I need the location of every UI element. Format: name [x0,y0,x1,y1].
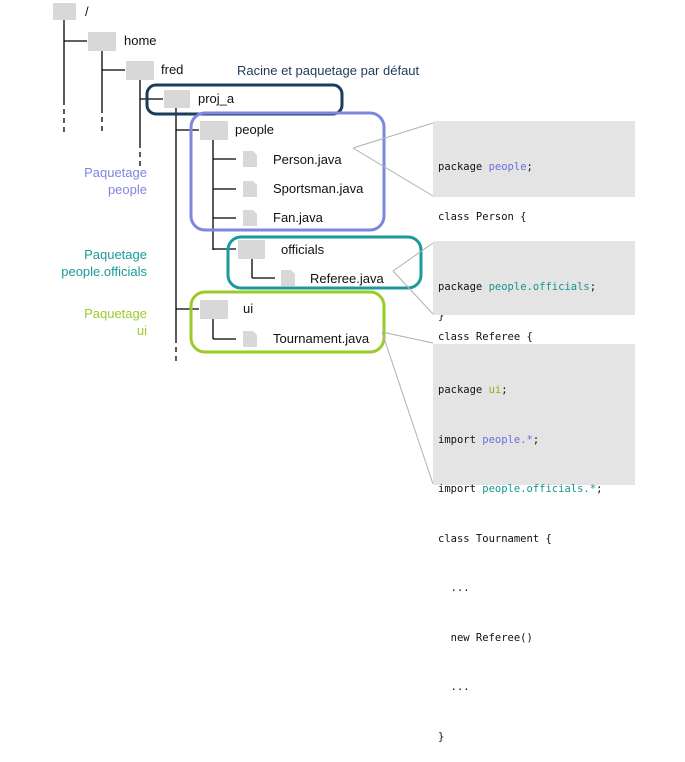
code-package-name: ui [488,384,502,396]
code-line: class Tournament { [438,532,552,545]
label-ui: ui [243,301,253,316]
label-tournament-java: Tournament.java [273,331,370,346]
label-root: / [85,4,89,19]
code-punct: ; [596,483,603,495]
label-person-java: Person.java [273,152,342,167]
code-punct: ; [532,433,540,446]
folder-icon [238,240,265,259]
code-keyword: import [438,433,476,446]
file-icon [243,331,257,347]
folder-icon [200,300,228,319]
code-line: } [438,309,445,322]
label-people: people [235,122,274,137]
file-icon [281,270,295,286]
side-label-people-2: people [108,182,147,197]
code-keyword: package [438,161,483,173]
side-label-people-1: Paquetage [84,165,147,180]
side-label-officials-1: Paquetage [84,247,147,262]
code-line: class Referee { [438,330,533,343]
file-icon [243,210,257,226]
file-icons [243,151,295,347]
folder-icon [88,32,116,51]
file-icon [243,151,257,167]
tree-lines [63,20,275,362]
ui-package-highlight [189,290,386,354]
label-officials: officials [281,242,325,257]
code-line: class Person { [438,210,527,223]
package-tree-diagram: / home fred proj_a people Person.java Sp… [53,3,434,485]
callout-lines [352,122,434,485]
side-label-ui-2: ui [137,323,147,338]
officials-package-highlight [226,235,423,290]
code-punct: ; [501,384,508,396]
side-label-ui-1: Paquetage [84,306,147,321]
folder-icon [126,61,154,80]
code-keyword: package [438,384,483,396]
file-icon [243,181,257,197]
folder-icon [164,90,190,108]
folder-icon [200,121,228,140]
code-package-name: people [488,161,527,173]
code-line: } [438,730,445,743]
code-line: ... [438,681,470,693]
label-fred: fred [161,62,183,77]
code-import-name: people.* [482,433,533,446]
label-fan-java: Fan.java [273,210,324,225]
label-referee-java: Referee.java [310,271,384,286]
root-package-note: Racine et paquetage par défaut [237,63,420,78]
code-person: package people; class Person { ... } [433,121,635,322]
people-package-highlight [189,111,386,232]
code-line: new Referee() [438,631,533,644]
label-sportsman-java: Sportsman.java [273,181,364,196]
code-tournament: package ui; import people.*; import peop… [433,344,635,743]
code-line: ... [438,582,470,594]
code-import-name: people.officials.* [482,483,597,495]
side-label-officials-2: people.officials [61,264,147,279]
code-referee: package people.officials; class Referee … [433,241,635,442]
label-home: home [124,33,157,48]
code-punct: ; [526,161,533,173]
code-punct: ; [589,281,597,293]
code-keyword: import [438,483,476,495]
code-package-name: people.officials [488,281,590,293]
folder-icon [53,3,76,20]
folder-icons [53,3,265,319]
code-keyword: package [438,281,483,293]
label-proj-a: proj_a [198,91,235,106]
